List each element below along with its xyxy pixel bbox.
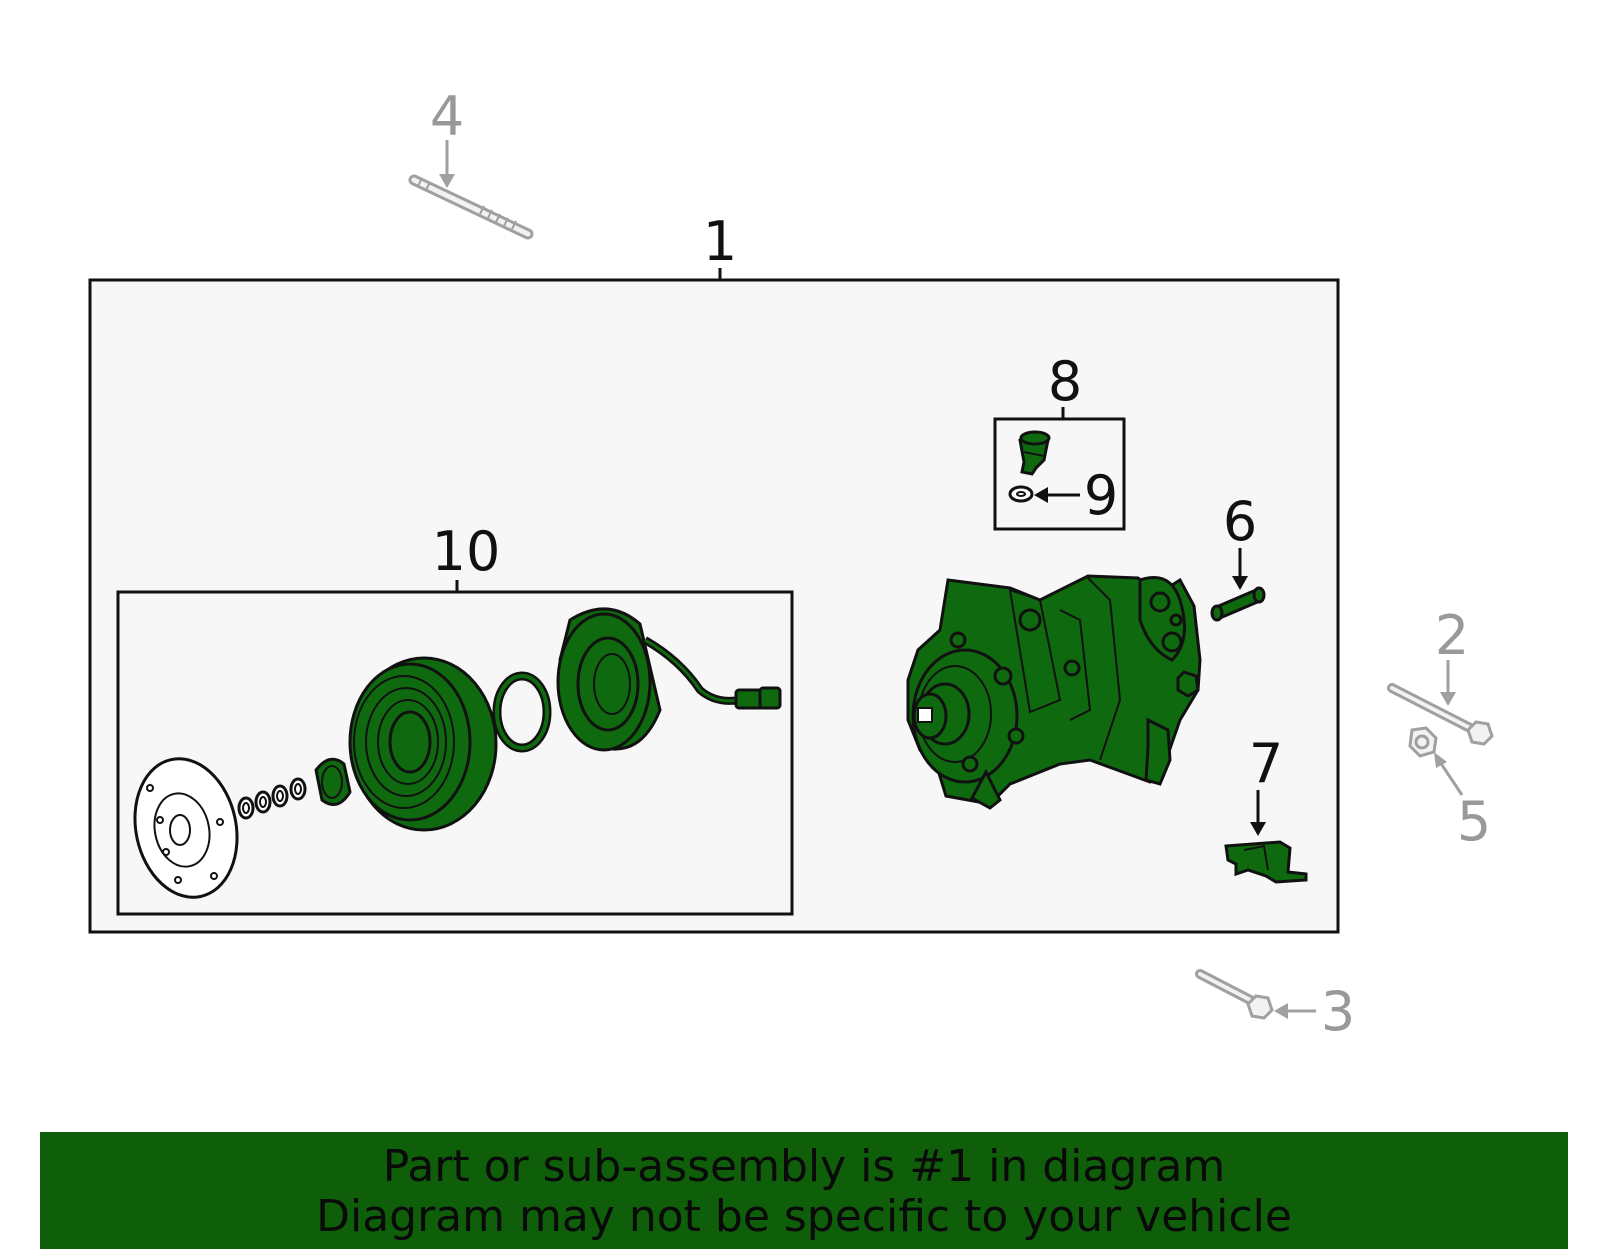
clutch-assembly-part-10: [133, 607, 782, 899]
bracket-part-7: [1224, 840, 1308, 884]
callout-1: 1: [703, 210, 737, 273]
callout-3: 3: [1321, 980, 1355, 1043]
nut-part-5: [1408, 726, 1438, 758]
banner-line-2: Diagram may not be specific to your vehi…: [316, 1191, 1292, 1242]
callout-9: 9: [1084, 464, 1118, 527]
pin-part-6: [1210, 586, 1266, 622]
callout-4: 4: [430, 85, 464, 148]
washer-part-9: [1008, 485, 1034, 503]
stud-bolt-part-4: [408, 174, 534, 240]
callout-10: 10: [432, 520, 501, 583]
callout-7: 7: [1249, 732, 1283, 795]
info-banner: Part or sub-assembly is #1 in diagram Di…: [40, 1132, 1568, 1249]
callout-8: 8: [1048, 350, 1082, 413]
banner-line-1: Part or sub-assembly is #1 in diagram: [382, 1141, 1226, 1192]
callout-6: 6: [1223, 490, 1257, 553]
bolt-part-2: [1387, 683, 1494, 746]
callout-5: 5: [1457, 790, 1491, 853]
compressor-body: [906, 574, 1202, 810]
valve-box: [993, 417, 1126, 531]
valve-part-8: [1018, 430, 1051, 476]
callout-2: 2: [1435, 604, 1469, 667]
bolt-part-3: [1195, 969, 1274, 1020]
